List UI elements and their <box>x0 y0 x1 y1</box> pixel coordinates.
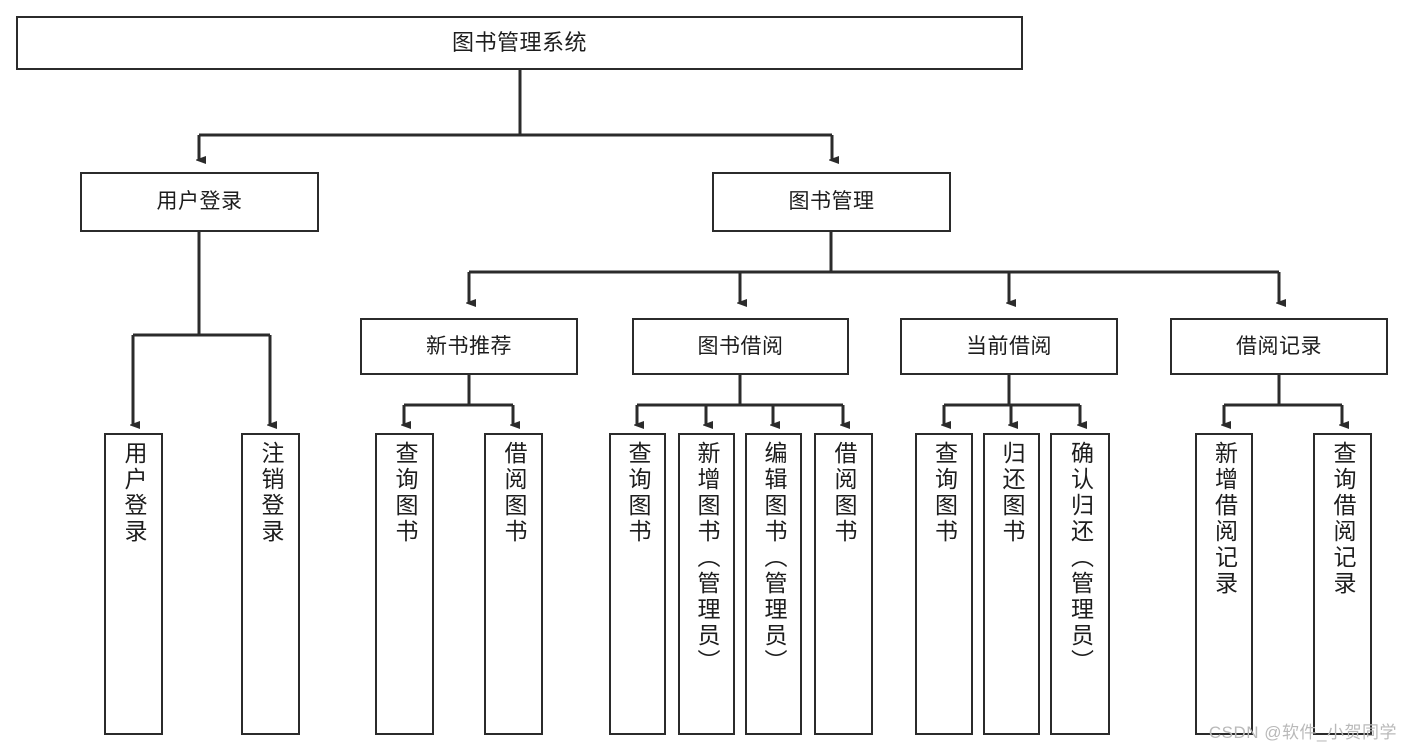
node-label: 用户登录 <box>156 190 243 214</box>
leaf-borrow-book[interactable]: 借阅图书 <box>814 433 873 735</box>
leaf-query-book-borrow[interactable]: 查询图书 <box>609 433 666 735</box>
node-label: 新增借阅记录 <box>1211 441 1238 597</box>
node-label: 图书管理系统 <box>451 29 587 55</box>
leaf-user-login[interactable]: 用户登录 <box>104 433 163 735</box>
node-label: 查询图书 <box>625 441 651 545</box>
leaf-query-book-current[interactable]: 查询图书 <box>915 433 973 735</box>
node-label: 新书推荐 <box>426 334 512 358</box>
node-root-system[interactable]: 图书管理系统 <box>16 16 1023 70</box>
node-new-book-recommend[interactable]: 新书推荐 <box>360 318 578 375</box>
node-book-borrow[interactable]: 图书借阅 <box>632 318 849 375</box>
node-label: 借阅记录 <box>1236 334 1322 358</box>
node-label: 新增图书（管理员） <box>694 441 720 675</box>
node-label: 图书管理 <box>788 190 875 214</box>
node-label: 编辑图书（管理员） <box>761 441 787 675</box>
leaf-add-book-admin[interactable]: 新增图书（管理员） <box>678 433 735 735</box>
node-user-login[interactable]: 用户登录 <box>80 172 319 232</box>
leaf-confirm-return-admin[interactable]: 确认归还（管理员） <box>1050 433 1110 735</box>
node-label: 用户登录 <box>121 441 147 545</box>
leaf-add-borrow-record[interactable]: 新增借阅记录 <box>1195 433 1253 735</box>
node-label: 查询图书 <box>392 441 418 545</box>
leaf-edit-book-admin[interactable]: 编辑图书（管理员） <box>745 433 802 735</box>
watermark: CSDN @软件_小贺同学 <box>1208 723 1397 742</box>
node-label: 确认归还（管理员） <box>1067 441 1094 675</box>
node-current-borrow[interactable]: 当前借阅 <box>900 318 1118 375</box>
node-label: 查询借阅记录 <box>1330 441 1356 597</box>
node-label: 当前借阅 <box>966 334 1052 358</box>
node-borrow-record[interactable]: 借阅记录 <box>1170 318 1388 375</box>
leaf-logout[interactable]: 注销登录 <box>241 433 300 735</box>
leaf-query-book-recommend[interactable]: 查询图书 <box>375 433 434 735</box>
leaf-query-borrow-record[interactable]: 查询借阅记录 <box>1313 433 1372 735</box>
node-label: 归还图书 <box>999 441 1025 545</box>
node-label: 借阅图书 <box>501 441 527 545</box>
node-label: 图书借阅 <box>697 334 784 358</box>
node-label: 查询图书 <box>931 441 958 545</box>
node-book-management[interactable]: 图书管理 <box>712 172 951 232</box>
leaf-return-book[interactable]: 归还图书 <box>983 433 1040 735</box>
node-label: 借阅图书 <box>831 441 857 545</box>
leaf-borrow-book-recommend[interactable]: 借阅图书 <box>484 433 543 735</box>
node-label: 注销登录 <box>258 441 284 545</box>
